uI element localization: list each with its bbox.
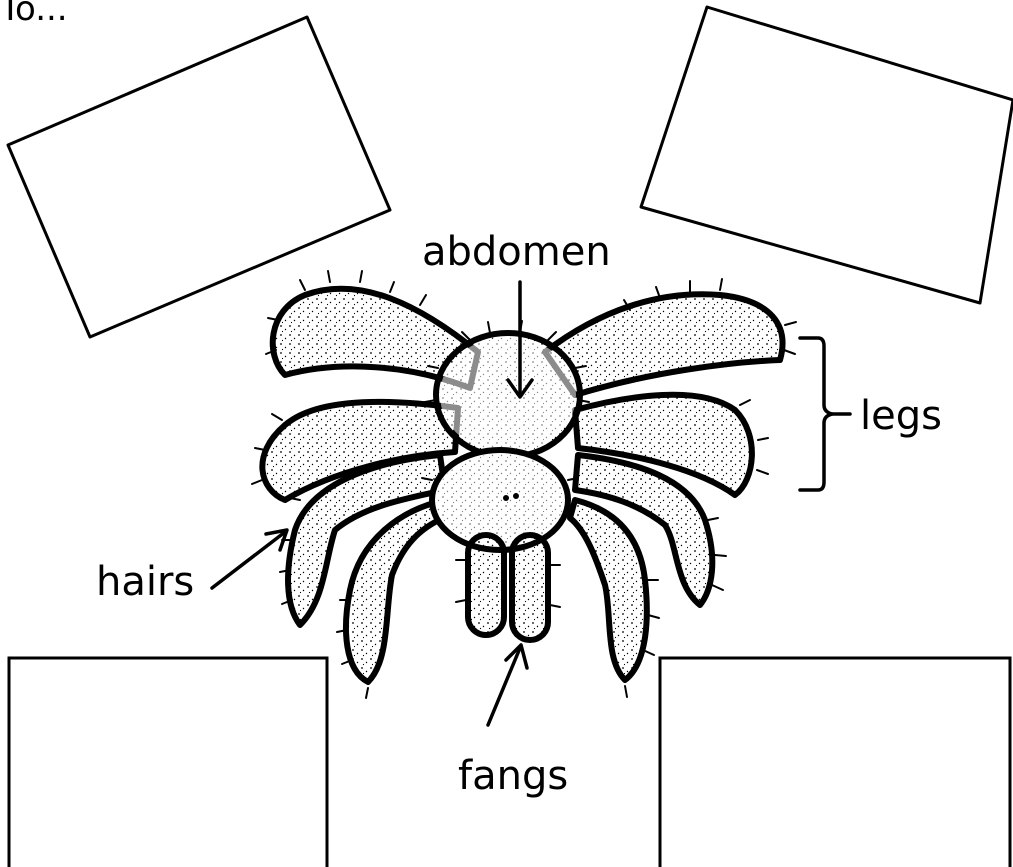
answer-box-bottom-left[interactable]	[9, 658, 327, 867]
label-legs: legs	[860, 396, 942, 436]
label-hairs: hairs	[96, 562, 194, 602]
label-fangs: fangs	[458, 756, 568, 796]
spider-eye-left	[503, 495, 509, 501]
spider-fang-right	[512, 535, 548, 640]
spider-icon	[252, 271, 796, 698]
label-abdomen: abdomen	[422, 232, 611, 272]
answer-box-top-right[interactable]	[641, 7, 1013, 303]
answer-box-bottom-right[interactable]	[660, 658, 1010, 867]
worksheet-heading: To...	[0, 0, 68, 26]
spider-eye-right	[513, 493, 519, 499]
spider-fang-left	[468, 535, 504, 635]
